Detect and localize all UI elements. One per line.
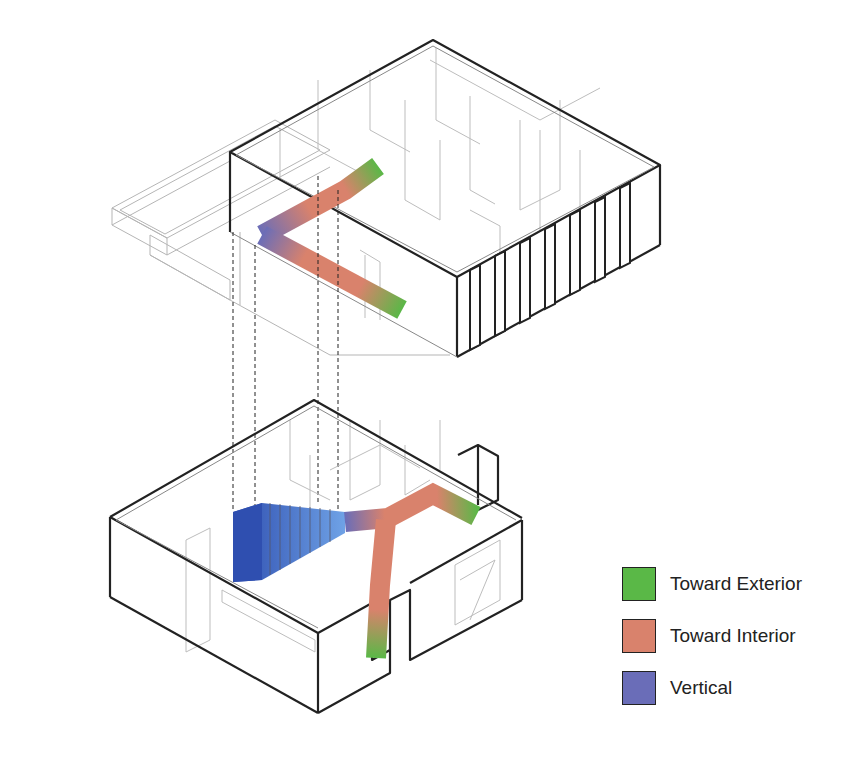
legend: Toward ExteriorToward InteriorVertical — [622, 566, 802, 722]
legend-item: Toward Exterior — [622, 566, 802, 602]
legend-label: Vertical — [670, 677, 732, 699]
legend-swatch — [622, 567, 656, 601]
legend-item: Toward Interior — [622, 618, 802, 654]
legend-label: Toward Exterior — [670, 573, 802, 595]
legend-label: Toward Interior — [670, 625, 796, 647]
legend-swatch — [622, 619, 656, 653]
legend-swatch — [622, 671, 656, 705]
legend-item: Vertical — [622, 670, 802, 706]
